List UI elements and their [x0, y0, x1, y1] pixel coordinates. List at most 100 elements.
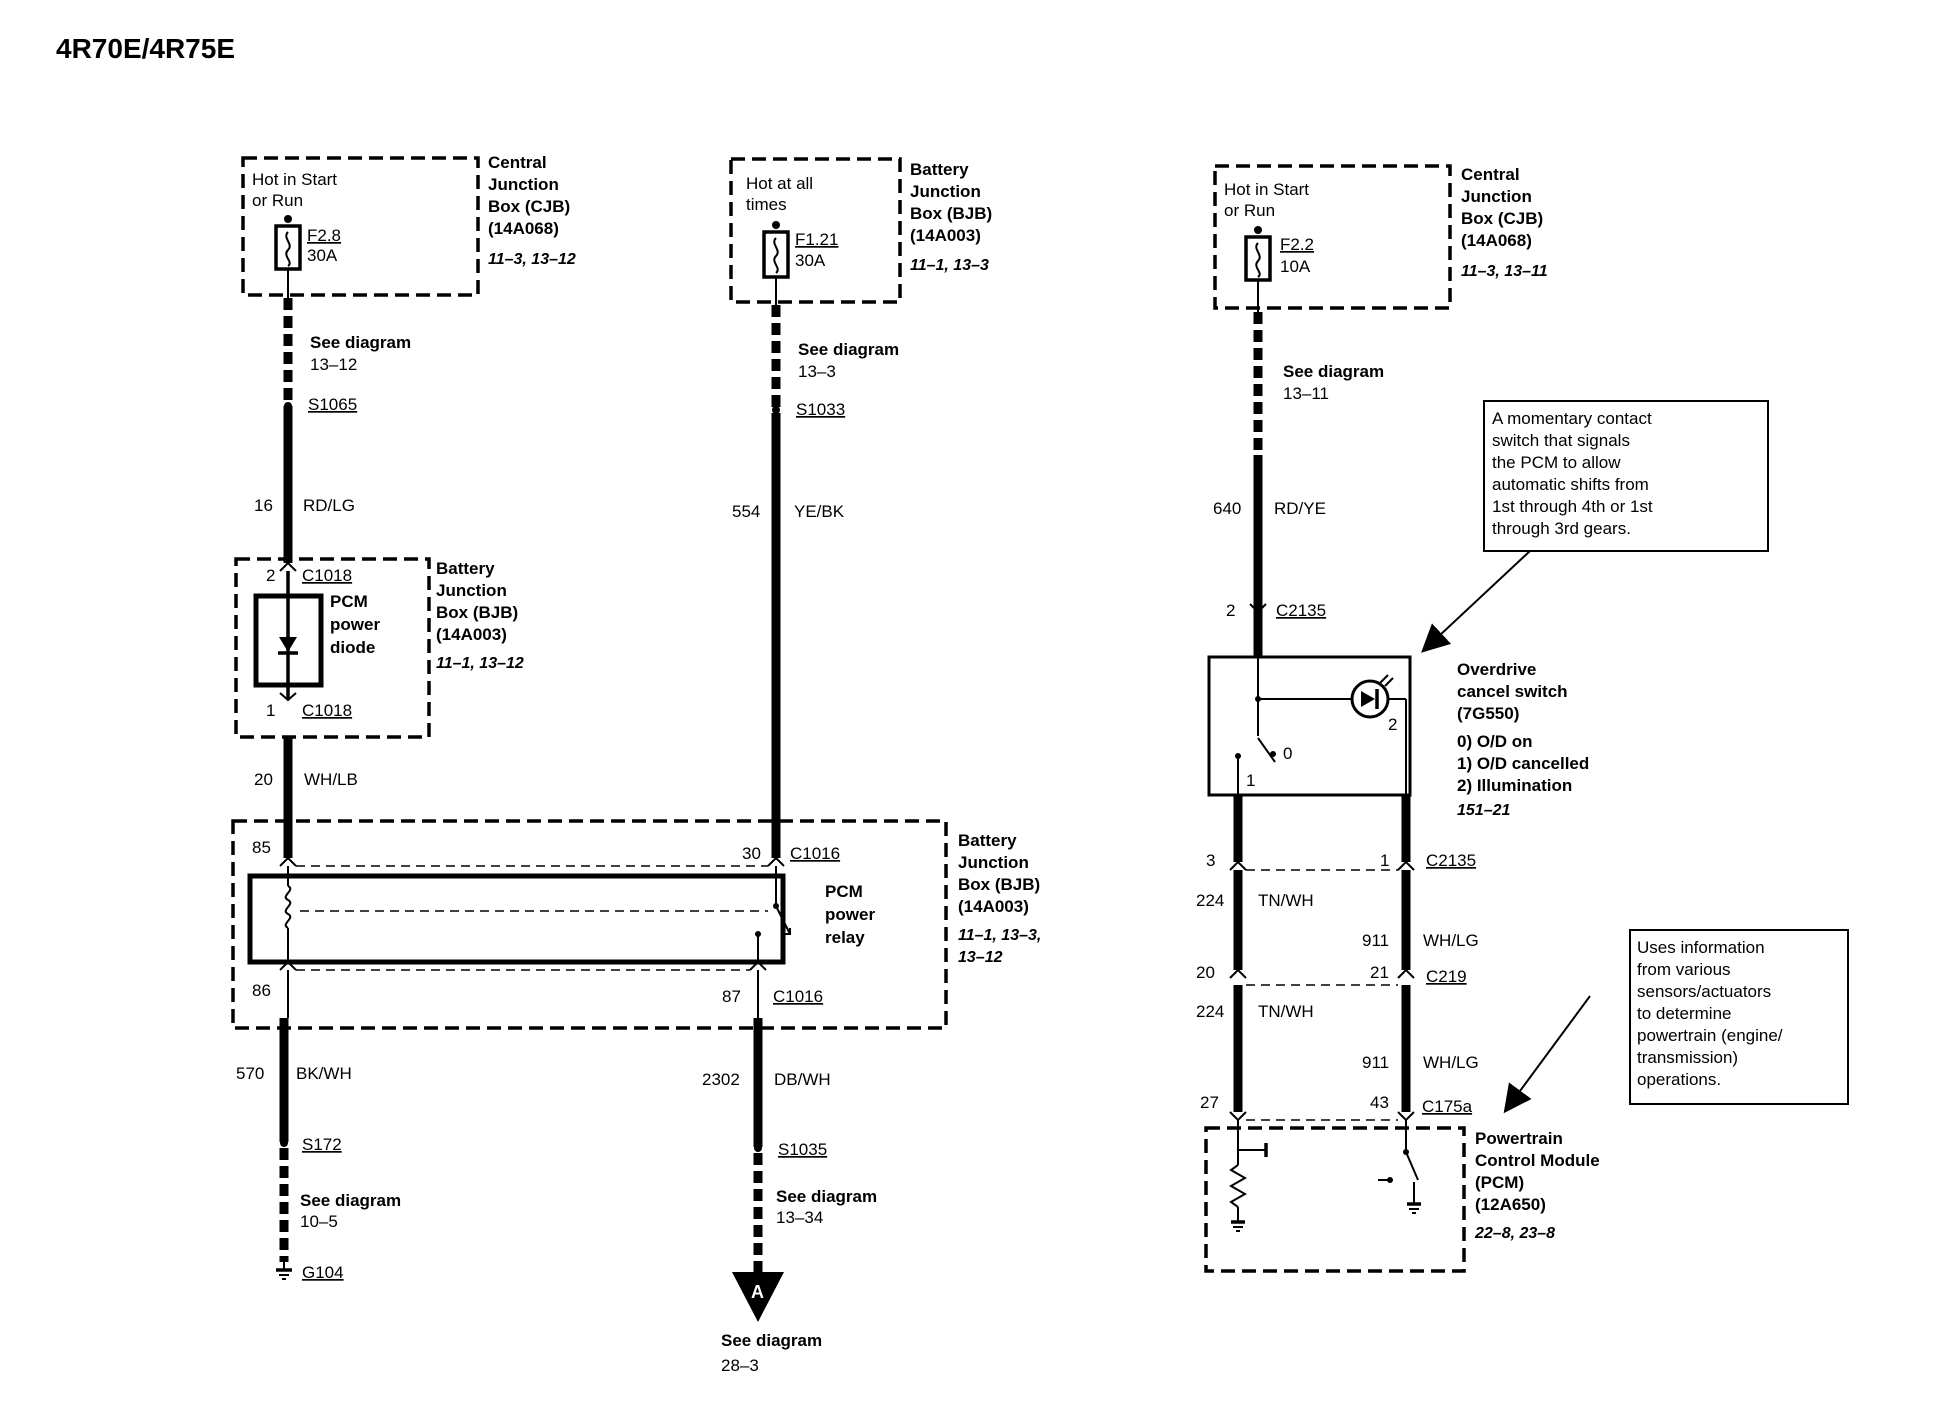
- led-icon: [1350, 674, 1394, 719]
- wire-color: BK/WH: [296, 1064, 352, 1083]
- bjb-box-2: [729, 157, 902, 304]
- cjb-label: Central: [488, 153, 547, 172]
- bjb-label: (14A003): [958, 897, 1029, 916]
- fuse-icon: [274, 215, 302, 271]
- cjb-label: (14A068): [488, 219, 559, 238]
- see-diagram: See diagram: [721, 1331, 822, 1350]
- diode-icon: [279, 637, 297, 652]
- wire-color: YE/BK: [794, 502, 845, 521]
- cjb-ref: 11–3, 13–12: [488, 251, 576, 268]
- powertrain-control-module: Powertrain Control Module (PCM) (12A650)…: [1204, 1120, 1600, 1273]
- pcm-switch-icon: [1405, 1151, 1419, 1181]
- relay-contact-icon: [775, 905, 791, 935]
- overdrive-cancel-switch: 2 0 1 Overdrive cancel switch (7G550) 0)…: [1207, 655, 1589, 819]
- relay-label: relay: [825, 928, 865, 947]
- hot-label: or Run: [1224, 201, 1275, 220]
- switch-contact-icon: [1257, 737, 1276, 763]
- wire-number: 2302: [702, 1070, 740, 1089]
- bjb-label: Box (BJB): [958, 875, 1040, 894]
- note-text: to determine: [1637, 1004, 1732, 1023]
- hot-label: times: [746, 195, 787, 214]
- note-text: sensors/actuators: [1637, 982, 1771, 1001]
- hot-label: Hot in Start: [252, 170, 337, 189]
- see-diagram-ref: 13–11: [1283, 384, 1329, 403]
- switch-position: 1: [1246, 771, 1255, 790]
- see-diagram-ref: 13–12: [310, 355, 357, 374]
- cjb-label: Box (CJB): [1461, 209, 1543, 228]
- splice-dot: [284, 402, 292, 410]
- splice-dot: [772, 406, 780, 414]
- note-text: the PCM to allow: [1492, 453, 1621, 472]
- continuation-arrow-icon: [732, 1272, 784, 1322]
- connector-id: C1018: [302, 566, 352, 585]
- pin-number: 20: [1196, 963, 1215, 982]
- coil-icon: [284, 885, 292, 929]
- wire-color: TN/WH: [1258, 1002, 1314, 1021]
- bjb-label: Box (BJB): [910, 204, 992, 223]
- wire-color: DB/WH: [774, 1070, 831, 1089]
- see-diagram-ref: 13–3: [798, 362, 836, 381]
- ground-icon: [276, 1262, 292, 1280]
- switch-label: cancel switch: [1457, 682, 1568, 701]
- bjb-label: Battery: [958, 831, 1017, 850]
- cjb-label: (14A068): [1461, 231, 1532, 250]
- fuse-id: F1.21: [795, 230, 838, 249]
- bjb-ref: 11–1, 13–3: [910, 257, 989, 274]
- connector-id: C175a: [1422, 1097, 1473, 1116]
- connector-id: C2135: [1276, 601, 1326, 620]
- hot-label: Hot in Start: [1224, 180, 1309, 199]
- splice-label: S172: [302, 1135, 342, 1154]
- cjb-box-3: [1213, 164, 1452, 310]
- wire-color: WH/LB: [304, 770, 358, 789]
- pin-number: 2: [1226, 601, 1235, 620]
- pcm-label: Powertrain: [1475, 1129, 1563, 1148]
- note-momentary-switch: A momentary contact switch that signals …: [1483, 400, 1769, 552]
- bjb-label: (14A003): [436, 625, 507, 644]
- bjb-label: Junction: [436, 581, 507, 600]
- connector-id: C1018: [302, 701, 352, 720]
- connector-id: C1016: [773, 987, 823, 1006]
- cjb-box-1: [241, 156, 480, 297]
- note-text: from various: [1637, 960, 1731, 979]
- diagram-title: 4R70E/4R75E: [56, 33, 235, 64]
- bjb-ref: 11–1, 13–12: [436, 655, 524, 672]
- pin-number: 27: [1200, 1093, 1219, 1112]
- bjb-label: Battery: [436, 559, 495, 578]
- wire-color: WH/LG: [1423, 1053, 1479, 1072]
- arrow-letter: A: [751, 1282, 764, 1302]
- circuit-3-cjb: Hot in Start or Run F2.2 10A Central Jun…: [1213, 164, 1548, 310]
- wire-number: 224: [1196, 891, 1224, 910]
- pcm-box: [1204, 1126, 1466, 1273]
- switch-label: (7G550): [1457, 704, 1519, 723]
- switch-label: 0) O/D on: [1457, 732, 1533, 751]
- pin-number: 3: [1206, 851, 1215, 870]
- cjb-label: Junction: [488, 175, 559, 194]
- splice-label: S1065: [308, 395, 357, 414]
- cjb-label: Junction: [1461, 187, 1532, 206]
- bjb-ref: 11–1, 13–3,: [958, 927, 1041, 944]
- wire-number: 911: [1362, 1053, 1389, 1072]
- switch-position: 2: [1388, 715, 1397, 734]
- wire-number: 640: [1213, 499, 1241, 518]
- splice-label: S1033: [796, 400, 845, 419]
- pin-number: 30: [742, 844, 761, 863]
- switch-label: Overdrive: [1457, 660, 1536, 679]
- pcm-power-relay: 85 30 C1016 86 87 C1016 PCM power relay …: [231, 819, 1041, 1030]
- see-diagram-ref: 13–34: [776, 1208, 823, 1227]
- diode-label: diode: [330, 638, 375, 657]
- wire-color: TN/WH: [1258, 891, 1314, 910]
- pin-number: 1: [266, 701, 275, 720]
- pin-number: 85: [252, 838, 271, 857]
- see-diagram: See diagram: [300, 1191, 401, 1210]
- pin-number: 1: [1380, 851, 1389, 870]
- pointer-arrow-icon: [1421, 550, 1531, 653]
- bjb-box-diode: [234, 557, 431, 739]
- wire-number: 224: [1196, 1002, 1224, 1021]
- fuse-id: F2.8: [307, 226, 341, 245]
- pin-number: 43: [1370, 1093, 1389, 1112]
- switch-label: 2) Illumination: [1457, 776, 1572, 795]
- cjb-label: Central: [1461, 165, 1520, 184]
- hot-label: Hot at all: [746, 174, 813, 193]
- pcm-label: Control Module: [1475, 1151, 1600, 1170]
- switch-label: 1) O/D cancelled: [1457, 754, 1589, 773]
